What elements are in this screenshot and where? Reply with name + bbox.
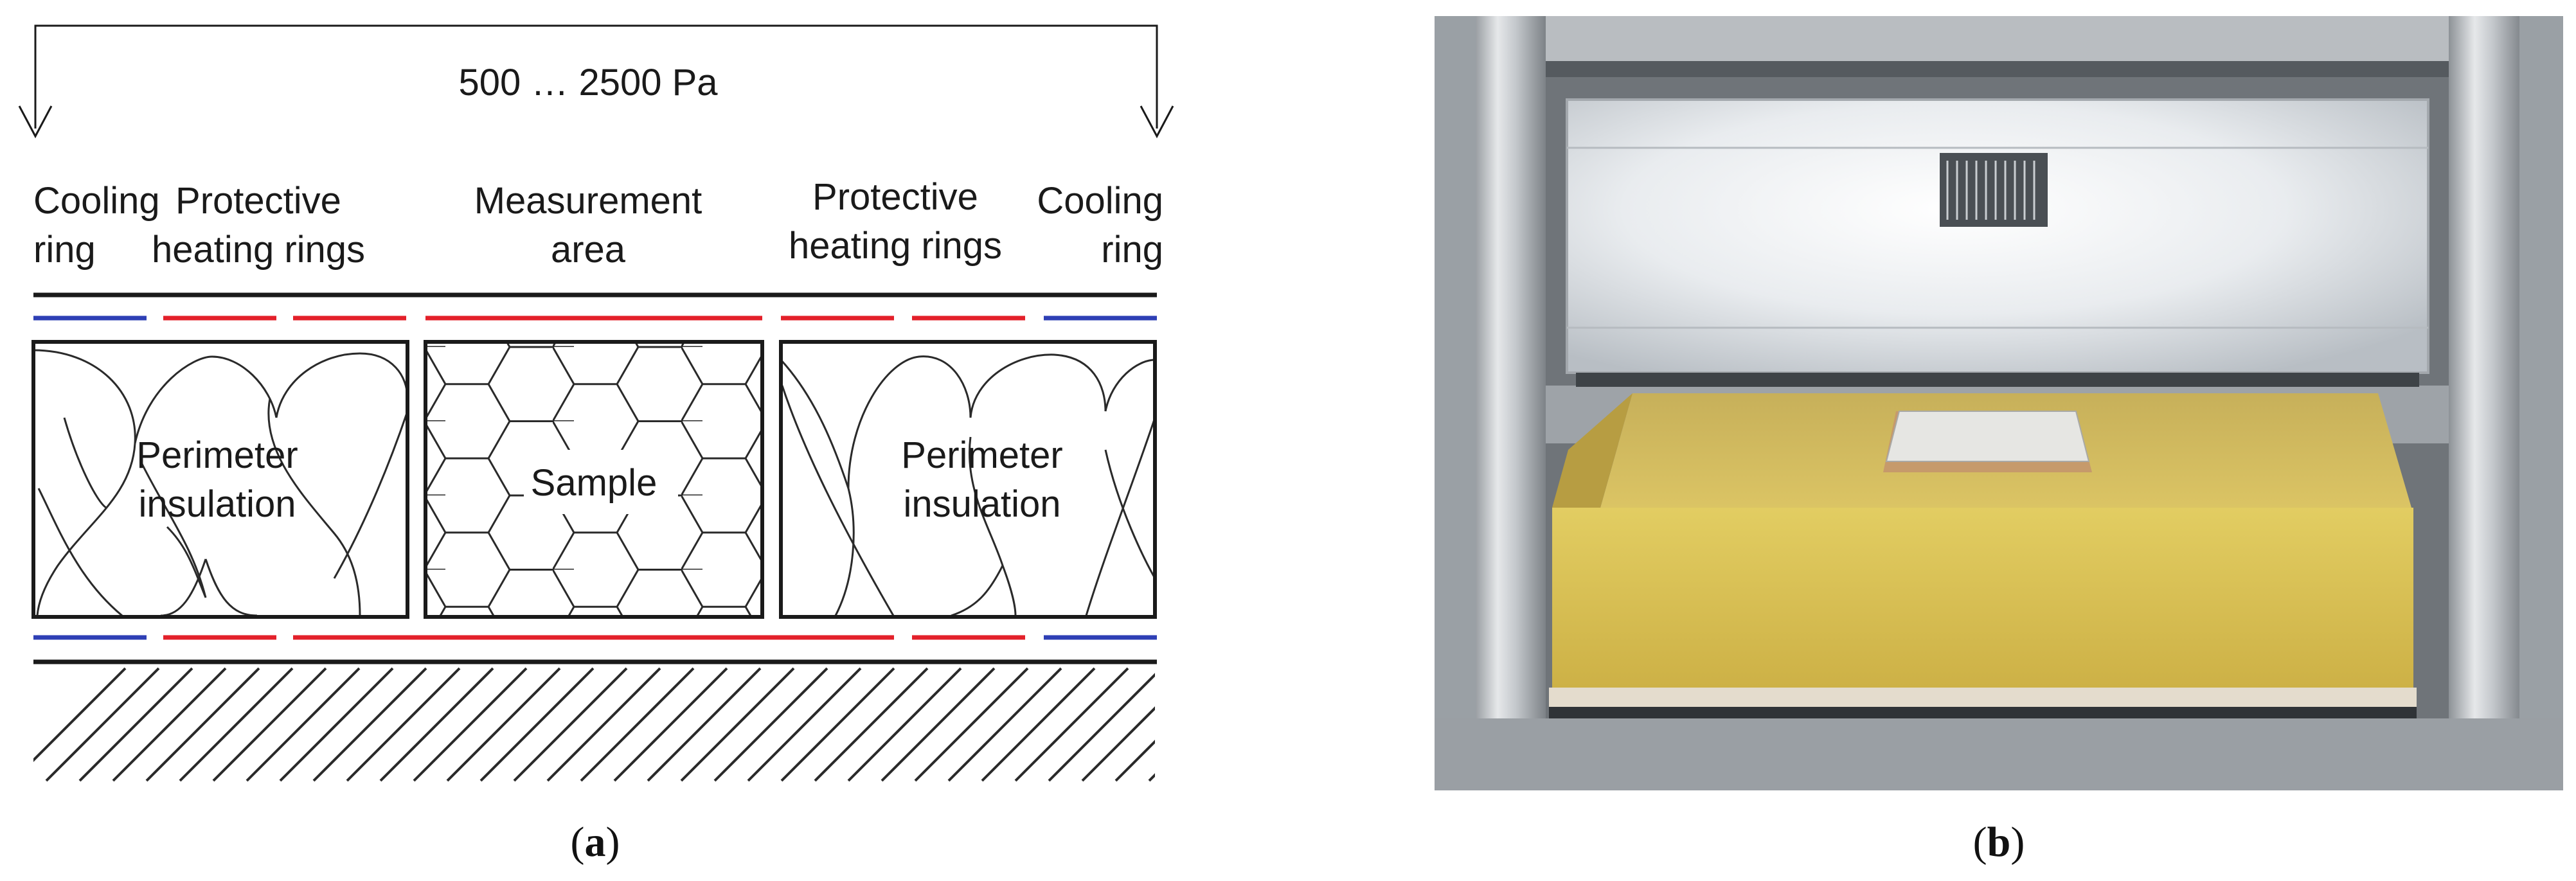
measurement-area-label-line2: area (551, 229, 626, 271)
right-insulation-label-line2: insulation (903, 483, 1060, 525)
hatch-line (981, 667, 1096, 782)
hatch-line (1048, 673, 1155, 782)
hatch-line (1081, 706, 1155, 782)
hatch-line (33, 667, 127, 762)
hatch-line (847, 667, 962, 782)
hatch-line (914, 667, 1029, 782)
pressure-load-box: 500 … 2500 Pa (18, 24, 1174, 139)
hatch-line (513, 667, 628, 782)
hatch-line (747, 667, 862, 782)
hatch-line (279, 667, 394, 782)
hatch-line (647, 667, 762, 782)
right-cooling-ring-label: Cooling (1037, 180, 1163, 222)
sample-label-background (524, 450, 678, 514)
hatch-line (1283, 668, 1395, 781)
hatch-line (1249, 668, 1362, 781)
lower-plate-edge (1549, 688, 2417, 707)
right-insulation-label: Perimeter (901, 434, 1062, 476)
right-perimeter-insulation: Perimeter insulation (779, 340, 1157, 619)
vent-grille-slots (1946, 161, 2035, 220)
lower-plate-shadow (1549, 707, 2417, 718)
hatch-line (814, 667, 929, 782)
right-post (2449, 16, 2523, 774)
hatch-line (179, 667, 294, 782)
zone-labels: Cooling ring Protective heating rings Me… (33, 176, 1163, 271)
hatch-line (312, 667, 427, 782)
left-cooling-ring-label: Cooling (33, 180, 160, 222)
hatch-line (1183, 668, 1295, 781)
hatch-line (1014, 667, 1129, 782)
hatch-line (613, 667, 728, 782)
left-insulation-label-line2: insulation (138, 483, 296, 525)
hatch-line (112, 667, 227, 782)
hatch-line (881, 667, 996, 782)
ground-hatching (33, 667, 1395, 782)
hatch-line (446, 667, 561, 782)
upper-plate-bottom (1576, 373, 2419, 387)
hatch-line (212, 667, 327, 782)
hatch-line (680, 667, 795, 782)
hatch-line (246, 667, 361, 782)
hatch-line (947, 667, 1062, 782)
hatch-line (546, 667, 661, 782)
left-perimeter-insulation: Perimeter insulation (31, 340, 409, 619)
hatch-line (145, 667, 260, 782)
hatch-line (78, 667, 193, 782)
top-frame (1435, 16, 2563, 64)
left-post (1472, 16, 1546, 774)
right-cooling-ring-label-line2: ring (1101, 229, 1163, 271)
vent-grille (1940, 153, 2048, 227)
right-protective-rings-label-line2: heating rings (789, 225, 1002, 267)
left-protective-rings-label: Protective (175, 180, 341, 222)
left-protective-rings-label-line2: heating rings (152, 229, 365, 271)
upper-plate-housing (1566, 98, 2429, 374)
hatch-line (580, 667, 695, 782)
sample-honeycomb: Sample (424, 340, 764, 619)
hatch-line (479, 667, 595, 782)
hatch-line (413, 667, 528, 782)
left-cooling-ring-label-line2: ring (33, 229, 96, 271)
left-insulation-pattern (33, 349, 407, 617)
hatch-line (45, 667, 160, 782)
foam-left-edge (1552, 393, 1632, 508)
measurement-area-label: Measurement (474, 180, 702, 222)
left-insulation-label: Perimeter (136, 434, 298, 476)
right-frame-edge (2519, 16, 2563, 790)
sample-label: Sample (531, 462, 657, 504)
panel-a-caption: (a) (571, 819, 620, 866)
left-frame-edge (1435, 16, 1476, 790)
right-insulation-pattern (781, 353, 1155, 617)
hatch-line (780, 667, 895, 782)
foam-front-face (1552, 508, 2413, 688)
hatch-line (1216, 668, 1328, 781)
hatch-line (1114, 740, 1155, 782)
panel-b-photo: (b) (1435, 16, 2563, 866)
pressure-label: 500 … 2500 Pa (458, 62, 718, 103)
panel-a-diagram: 500 … 2500 Pa Cooling ring Protective he… (18, 24, 1395, 866)
hatch-line (1148, 773, 1155, 782)
hatch-line (346, 667, 461, 782)
hatch-line (379, 667, 494, 782)
photo-floor (1435, 718, 2563, 790)
right-protective-rings-label: Protective (812, 176, 978, 218)
panel-b-caption: (b) (1973, 819, 2025, 866)
sample-foil-top (1885, 411, 2090, 462)
hatch-line (713, 667, 828, 782)
